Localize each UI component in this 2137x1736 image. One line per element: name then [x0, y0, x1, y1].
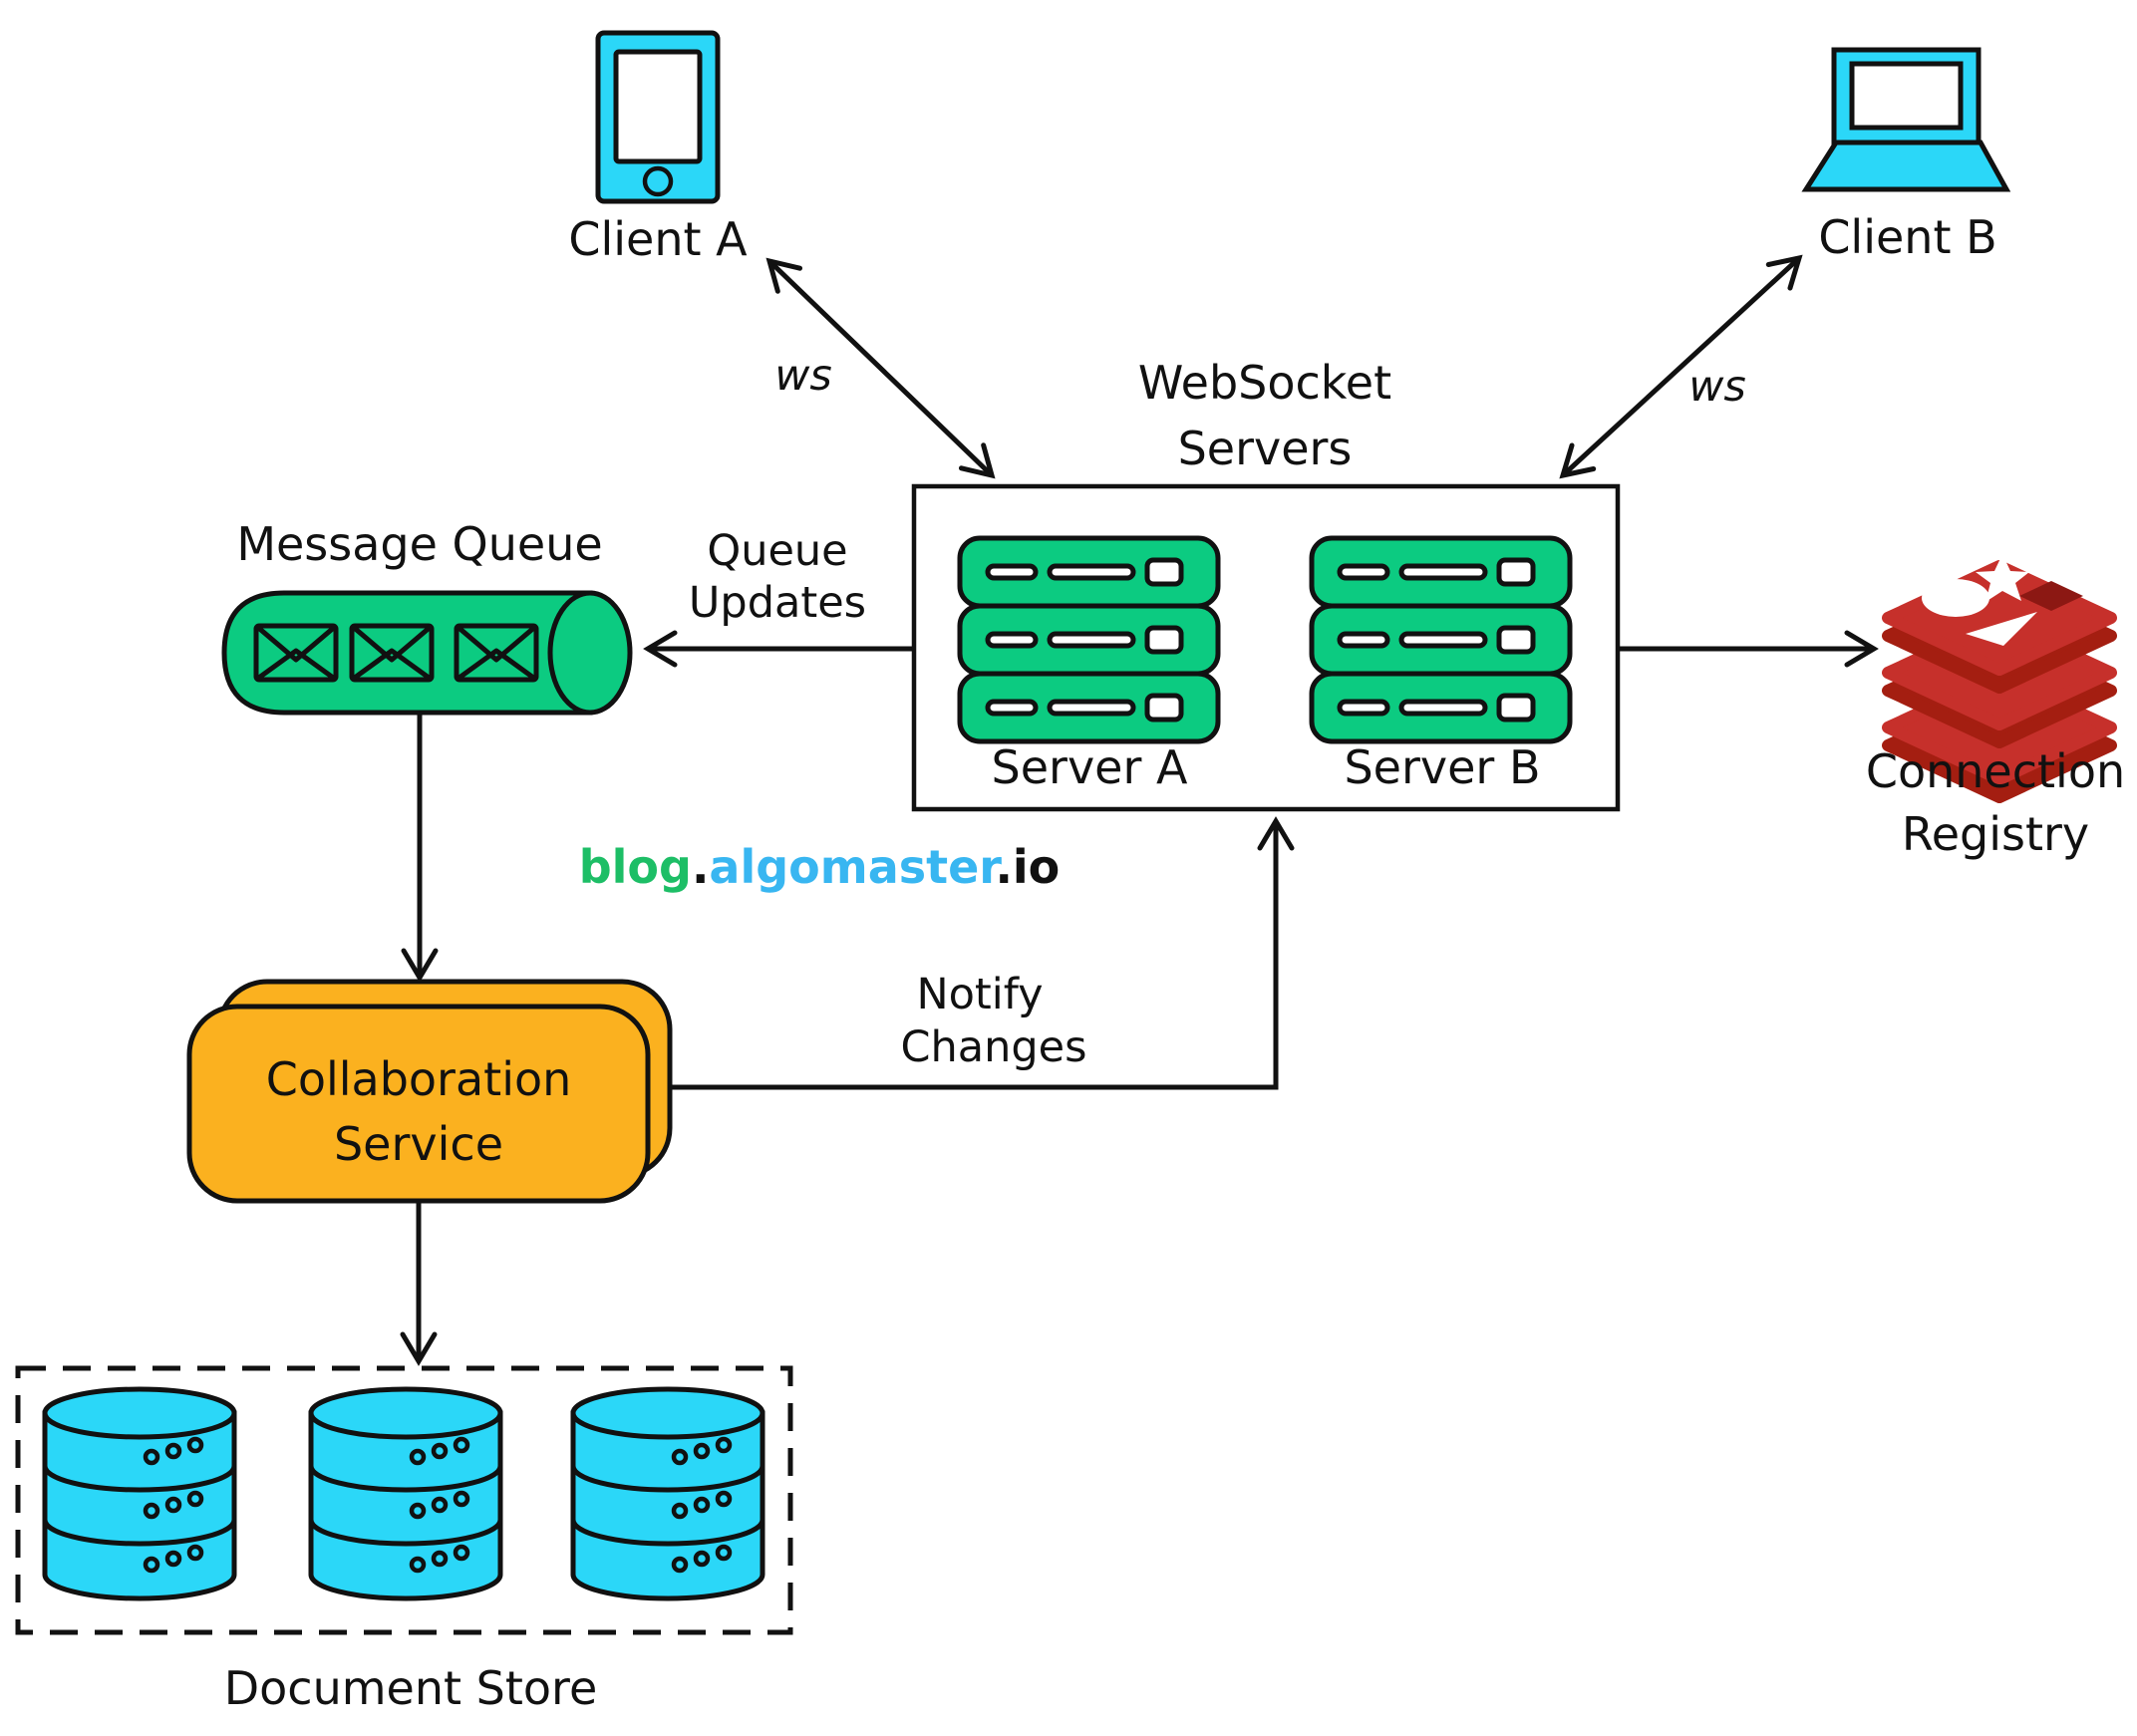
redis-ellipse-shape — [1922, 579, 1989, 617]
server-rack-unit — [1309, 603, 1573, 677]
server-vent — [1496, 557, 1536, 587]
envelope-icon — [253, 623, 339, 683]
server-led-long — [1047, 631, 1136, 649]
envelope-icon — [349, 623, 435, 683]
client-b-node: Client B — [1801, 47, 2011, 264]
db-dots — [409, 1436, 470, 1574]
notify-changes-label-line2: Changes — [900, 1022, 1086, 1072]
ws-label-left: ws — [774, 351, 832, 401]
server-led-long — [1047, 699, 1136, 717]
queue-updates-label-line1: Queue — [707, 526, 847, 576]
database-cylinder-icon — [308, 1386, 503, 1601]
client-a-node: Client A — [568, 30, 748, 266]
collaboration-service-label-line1: Collaboration — [266, 1052, 572, 1106]
server-vent — [1144, 557, 1184, 587]
server-led-long — [1047, 563, 1136, 581]
db-dots — [143, 1436, 204, 1574]
server-led-long — [1398, 563, 1488, 581]
client-b-label: Client B — [1818, 210, 1996, 264]
server-led-short — [985, 563, 1039, 581]
server-led-short — [985, 699, 1039, 717]
server-vent — [1144, 693, 1184, 723]
server-led-long — [1398, 699, 1488, 717]
connection-registry-label-line1: Connection — [1866, 744, 2125, 798]
envelope-icon — [454, 623, 539, 683]
server-a-icon — [957, 535, 1221, 744]
queue-updates-label-line2: Updates — [689, 578, 866, 628]
server-b-icon — [1309, 535, 1573, 744]
server-rack-unit — [1309, 671, 1573, 744]
edges-layer — [400, 254, 1879, 1366]
laptop-base — [1801, 140, 2011, 192]
notify-changes-label-line1: Notify — [916, 970, 1043, 1019]
branding-blog: blog — [579, 840, 692, 894]
laptop-icon — [1801, 47, 2011, 192]
database-cylinder-icon — [42, 1386, 237, 1601]
server-led-short — [1337, 699, 1390, 717]
queue-cylinder-body — [221, 590, 593, 716]
server-rack-unit — [957, 603, 1221, 677]
edge-notify-changes — [666, 816, 1295, 1090]
collaboration-service-node: Collaboration Service — [186, 979, 673, 1204]
edge-client-b-ws — [1559, 254, 1803, 479]
branding-algomaster: algomaster — [709, 840, 1002, 894]
server-led-short — [1337, 631, 1390, 649]
ws-label-right: ws — [1688, 362, 1746, 412]
websocket-servers-node: WebSocket Servers Ser — [911, 356, 1621, 812]
server-rack-unit — [957, 535, 1221, 609]
redis-star-shape — [1976, 554, 2029, 602]
server-vent — [1144, 625, 1184, 655]
server-led-short — [985, 631, 1039, 649]
server-vent — [1496, 693, 1536, 723]
websocket-servers-title-line2: Servers — [1178, 422, 1353, 475]
queue-cylinder-icon — [221, 590, 633, 716]
message-queue-node: Message Queue — [221, 517, 633, 716]
db-dots — [671, 1436, 733, 1574]
client-a-label: Client A — [568, 212, 748, 266]
server-rack-unit — [1309, 535, 1573, 609]
message-queue-label: Message Queue — [236, 517, 602, 571]
branding-text: blog.algomaster.io — [579, 840, 1061, 894]
edge-client-a-ws — [765, 257, 996, 479]
database-cylinder-icon — [570, 1386, 765, 1601]
laptop-screen — [1849, 61, 1964, 131]
websocket-servers-title-line1: WebSocket — [1138, 356, 1391, 410]
tablet-screen — [613, 49, 703, 164]
connection-registry-label-line2: Registry — [1902, 807, 2089, 861]
queue-cylinder-cap — [547, 590, 633, 716]
redis-triangle-shape — [1966, 612, 2037, 646]
server-rack-unit — [957, 671, 1221, 744]
tablet-icon — [595, 30, 721, 204]
collaboration-service-front-card — [186, 1004, 651, 1204]
redis-hole-shape — [2019, 581, 2083, 611]
collaboration-service-label-line2: Service — [334, 1117, 503, 1171]
connection-registry-node: Connection Registry — [1866, 554, 2125, 861]
branding-io: .io — [995, 840, 1060, 894]
document-store-boundary — [15, 1365, 793, 1635]
server-b-label: Server B — [1344, 740, 1540, 794]
branding-dot: . — [692, 840, 709, 894]
server-led-short — [1337, 563, 1390, 581]
server-vent — [1496, 625, 1536, 655]
document-store-label: Document Store — [224, 1661, 598, 1715]
server-a-label: Server A — [992, 740, 1188, 794]
redis-stack-icon — [1882, 554, 2117, 803]
tablet-home-button — [642, 165, 674, 197]
document-store-node: Document Store — [15, 1365, 793, 1715]
server-led-long — [1398, 631, 1488, 649]
